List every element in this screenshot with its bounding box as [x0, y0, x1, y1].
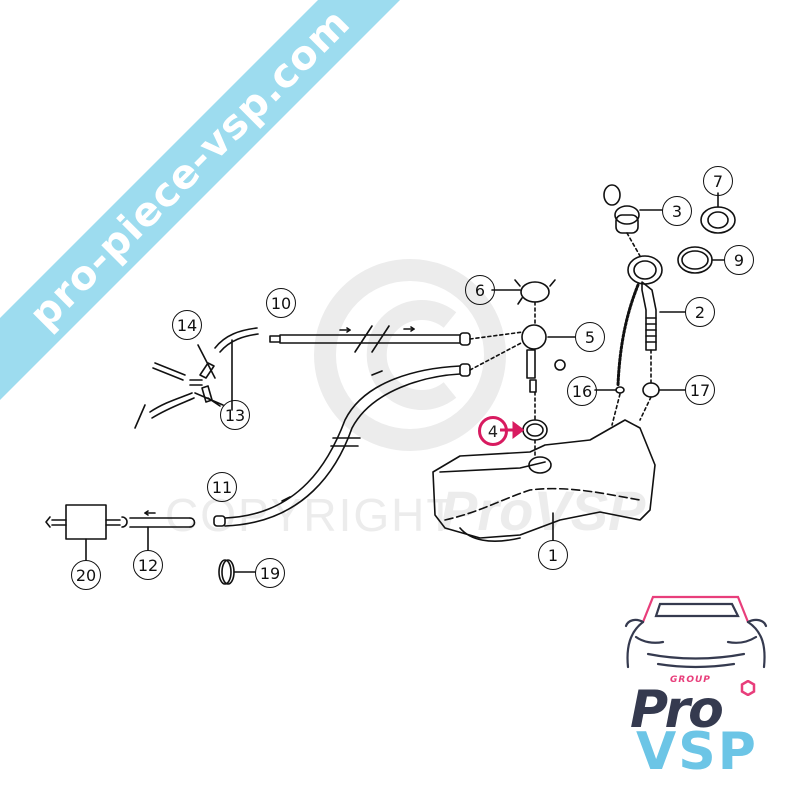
callout-part-10[interactable]: 10 — [266, 288, 296, 318]
callout-part-9[interactable]: 9 — [724, 245, 754, 275]
callout-part-19[interactable]: 19 — [255, 558, 285, 588]
car-outline-icon — [624, 595, 768, 669]
callout-part-5[interactable]: 5 — [575, 322, 605, 352]
hose-part-11 — [213, 363, 471, 527]
logo-pro-text: Pro — [630, 680, 724, 740]
pipe-part-10 — [269, 325, 471, 353]
cap-part-3 — [603, 184, 663, 234]
tube-part-12 — [129, 510, 196, 551]
connector-part-13-14 — [134, 327, 259, 429]
callout-part-17[interactable]: 17 — [685, 375, 715, 405]
callout-part-7[interactable]: 7 — [703, 166, 733, 196]
assembly-lines — [469, 232, 652, 459]
clip-part-6 — [491, 279, 556, 305]
rings-part-7-9 — [677, 192, 736, 274]
filler-neck-part-2 — [616, 255, 686, 387]
logo-group-text: GROUP — [670, 675, 711, 685]
callout-part-12[interactable]: 12 — [133, 550, 163, 580]
seal-part-4 — [522, 419, 548, 441]
callout-part-4-highlighted[interactable]: 4 — [478, 416, 508, 446]
callout-part-16[interactable]: 16 — [567, 376, 597, 406]
callout-part-3[interactable]: 3 — [662, 196, 692, 226]
callout-part-2[interactable]: 2 — [685, 297, 715, 327]
filter-part-20 — [45, 504, 128, 561]
pump-part-5 — [521, 324, 576, 393]
hex-nut-icon — [740, 680, 756, 696]
grommet-part-19 — [218, 559, 256, 585]
callout-part-14[interactable]: 14 — [172, 310, 202, 340]
logo-vsp-text: VSP — [636, 722, 758, 782]
callout-part-11[interactable]: 11 — [207, 472, 237, 502]
callout-part-1[interactable]: 1 — [538, 540, 568, 570]
callout-part-13[interactable]: 13 — [220, 400, 250, 430]
clips-part-16-17 — [594, 382, 686, 398]
callout-part-6[interactable]: 6 — [465, 275, 495, 305]
reservoir-part-1 — [432, 419, 656, 542]
callout-part-20[interactable]: 20 — [71, 560, 101, 590]
provsp-logo: GROUP Pro VSP — [608, 592, 788, 782]
